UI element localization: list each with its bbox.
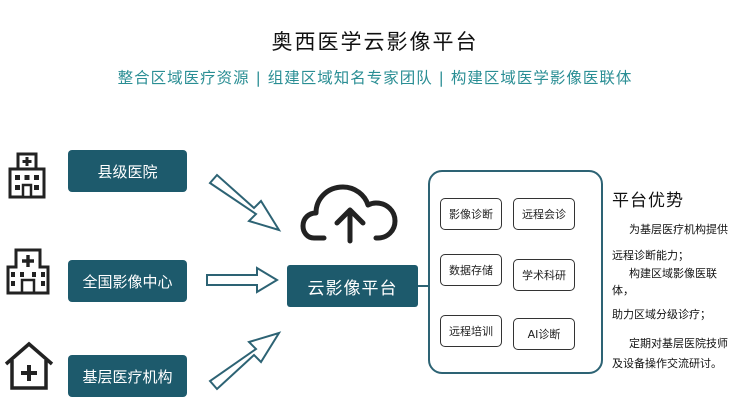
medical-center-icon [6,248,50,295]
feature-remote-consultation: 远程会诊 [513,198,575,230]
source-national-imaging-center: 全国影像中心 [68,260,187,302]
advantages-line: 远程诊断能力； [612,249,689,262]
arrow-up-right-icon [208,331,282,391]
feature-image-diagnosis: 影像诊断 [440,198,502,230]
advantages-line: 体， [612,284,634,297]
advantages-title: 平台优势 [612,191,684,211]
hospital-building-icon [8,152,46,199]
page-title: 奥西医学云影像平台 [271,30,479,54]
advantages-line: 定期对基层医院技师 [629,337,728,350]
page-subtitle: 整合区域医疗资源 | 组建区域知名专家团队 | 构建区域医学影像医联体 [117,69,633,87]
feature-academic-research: 学术科研 [513,259,575,291]
feature-ai-diagnosis: AI诊断 [513,318,575,350]
advantages-line: 及设备操作交流研讨。 [612,357,722,370]
feature-data-storage: 数据存储 [440,254,502,286]
advantages-line: 为基层医疗机构提供 [629,223,728,236]
cloud-platform-box: 云影像平台 [287,265,418,307]
advantages-line: 构建区域影像医联 [629,267,717,280]
arrow-right-icon [206,266,279,294]
feature-remote-training: 远程培训 [440,315,502,347]
cloud-upload-icon [300,184,398,244]
arrow-down-right-icon [208,173,282,232]
clinic-house-icon [4,341,54,390]
source-primary-care: 基层医疗机构 [68,355,187,397]
source-county-hospital: 县级医院 [68,150,187,192]
features-panel: 影像诊断 远程会诊 数据存储 学术科研 远程培训 AI诊断 [428,170,603,374]
advantages-line: 助力区域分级诊疗； [612,308,711,321]
